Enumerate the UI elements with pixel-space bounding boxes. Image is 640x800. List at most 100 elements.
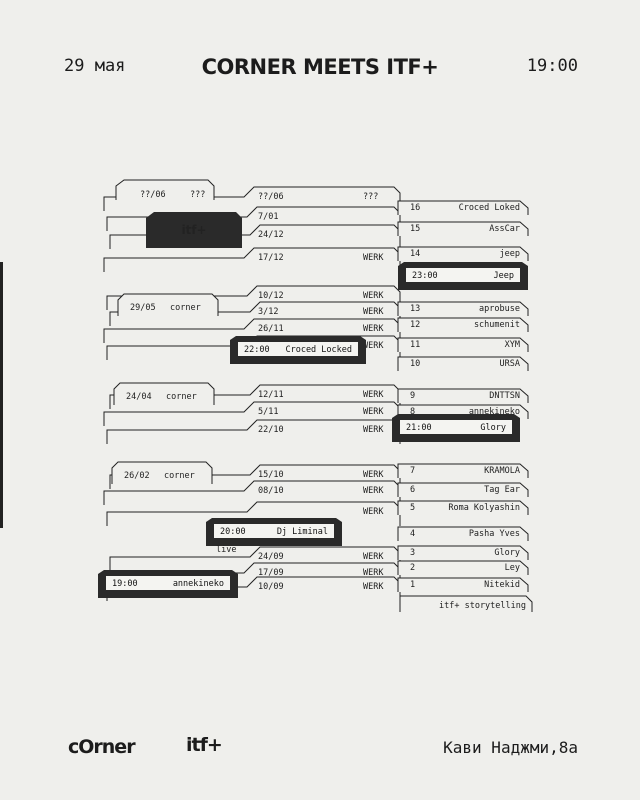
left-folder-label: WERK [363, 568, 384, 578]
top-folder-date: ??/06 [140, 190, 166, 200]
corner-folder-label: corner [166, 392, 197, 402]
right-folder-name: jeep [500, 249, 520, 259]
itf-badge-text: itf+ [181, 223, 206, 237]
storytelling-folder [399, 595, 533, 612]
right-folder-number: 14 [410, 249, 420, 259]
right-folder-number: 10 [410, 359, 420, 369]
right-folder-number: 8 [410, 407, 415, 417]
right-folder [397, 577, 529, 592]
itf-badge [146, 212, 242, 248]
right-folder [397, 463, 529, 478]
left-folder-label: WERK [363, 507, 384, 517]
right-folder [397, 317, 529, 332]
right-folder-name: schumenit [474, 320, 520, 330]
right-folder [397, 526, 529, 541]
right-folder-name: annekineko [469, 407, 520, 417]
left-folder-date: 7/01 [258, 212, 278, 222]
time-label-window [106, 576, 230, 590]
top-folder-tab [115, 179, 215, 200]
left-folder-date: 08/10 [258, 486, 284, 496]
corner-folder-tab [113, 382, 215, 405]
event-time: 19:00 [526, 56, 578, 76]
right-folder-number: 3 [410, 548, 415, 558]
right-folder-name: Tag Ear [484, 485, 520, 495]
corner-folder-label: corner [170, 303, 201, 313]
left-folder-date: 10/09 [258, 582, 284, 592]
right-folder-name: Ley [505, 563, 520, 573]
top-folder-label: ??? [190, 190, 205, 200]
right-folder-number: 7 [410, 466, 415, 476]
venue-address: Кави Наджми,8а [443, 738, 578, 757]
corner-folder-tab [111, 461, 213, 484]
right-folder-number: 6 [410, 485, 415, 495]
left-folder-label: WERK [363, 390, 384, 400]
time-label-name: Glory [480, 423, 506, 433]
right-folder-name: Glory [494, 548, 520, 558]
left-folder-label: WERK [363, 582, 384, 592]
right-folder [397, 482, 529, 497]
left-folder [103, 247, 401, 272]
time-label-window [238, 342, 358, 356]
right-folder-number: 15 [410, 224, 420, 234]
left-folder-date: 24/12 [258, 230, 284, 240]
storytelling-label: itf+ storytelling [439, 601, 526, 611]
time-label-window [214, 524, 334, 538]
right-folder-number: 4 [410, 529, 415, 539]
left-folder-date: 17/09 [258, 568, 284, 578]
time-label-window [400, 420, 512, 434]
left-folder-date: 26/11 [258, 324, 284, 334]
left-folder-label: WERK [363, 552, 384, 562]
left-folder-label: WERK [363, 324, 384, 334]
right-folder-name: DNTTSN [489, 391, 520, 401]
time-label-time: 21:00 [406, 423, 432, 433]
right-folder-number: 12 [410, 320, 420, 330]
right-folder-name: KRAMOLA [484, 466, 520, 476]
left-folder-date: 12/11 [258, 390, 284, 400]
time-label-time: 22:00 [244, 345, 270, 355]
left-folder-date: 10/12 [258, 291, 284, 301]
right-folder [397, 388, 529, 403]
right-folder [397, 246, 529, 261]
time-label-time: 19:00 [112, 579, 138, 589]
right-folder [397, 560, 529, 575]
corner-folder-tab [117, 293, 219, 316]
live-label: live [216, 545, 236, 555]
itf-logo: itf+ [186, 734, 223, 756]
left-folder-date: ??/06 [258, 192, 284, 202]
event-title: CORNER MEETS ITF+ [201, 55, 439, 79]
time-label-time: 23:00 [412, 271, 438, 281]
right-folder [397, 221, 529, 236]
time-label-time: 20:00 [220, 527, 246, 537]
corner-folder-label: corner [164, 471, 195, 481]
left-folder [103, 186, 401, 211]
right-folder-name: aprobuse [479, 304, 520, 314]
time-label-name: annekineko [173, 579, 224, 589]
left-folder-label: WERK [363, 341, 384, 351]
left-folder-label: WERK [363, 253, 384, 263]
left-folder-date: 5/11 [258, 407, 278, 417]
event-date: 29 мая [64, 56, 126, 76]
time-label-window [406, 268, 520, 282]
left-folder-date: 15/10 [258, 470, 284, 480]
time-label-name: Croced Locked [285, 345, 352, 355]
right-folder [397, 500, 529, 515]
corner-folder-date: 26/02 [124, 471, 150, 481]
right-folder [397, 337, 529, 352]
left-folder-label: WERK [363, 407, 384, 417]
left-folder-date: 24/09 [258, 552, 284, 562]
right-folder-name: Croced Loked [459, 203, 520, 213]
right-folder [397, 301, 529, 316]
left-folder-label: WERK [363, 425, 384, 435]
right-folder-name: AssCar [489, 224, 520, 234]
right-folder-number: 13 [410, 304, 420, 314]
right-folder-number: 5 [410, 503, 415, 513]
right-folder-name: Roma Kolyashin [448, 503, 520, 513]
left-folder-date: 22/10 [258, 425, 284, 435]
right-folder-name: Pasha Yves [469, 529, 520, 539]
right-folder-name: Nitekid [484, 580, 520, 590]
left-folder-date: 17/12 [258, 253, 284, 263]
left-folder-label: ??? [363, 192, 378, 202]
left-folder-label: WERK [363, 470, 384, 480]
right-folder [397, 200, 529, 215]
